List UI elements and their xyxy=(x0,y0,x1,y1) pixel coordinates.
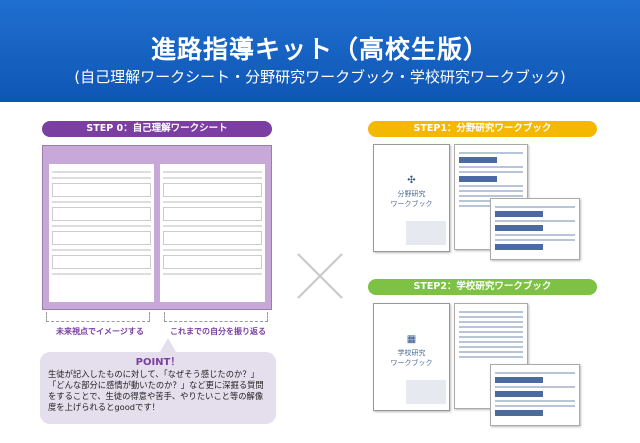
header-banner: 進路指導キット（高校生版） (自己理解ワークシート・分野研究ワークブック・学校研… xyxy=(0,0,640,102)
school-building-icon: ▦ xyxy=(406,334,417,345)
page-title: 進路指導キット（高校生版） xyxy=(150,35,489,64)
self-understanding-worksheet xyxy=(42,145,272,310)
right-bracket xyxy=(164,312,268,322)
sparkle-icon: ✣ xyxy=(407,175,416,186)
school-workbook-cover: ▦ 学校研究 ワークブック xyxy=(373,303,450,411)
field-workbook-cover: ✣ 分野研究 ワークブック xyxy=(373,144,450,252)
future-caption: 未来視点でイメージする xyxy=(56,327,144,336)
worksheet-column-a xyxy=(49,152,154,304)
page-subtitle: (自己理解ワークシート・分野研究ワークブック・学校研究ワークブック) xyxy=(74,68,566,86)
field-spread xyxy=(490,198,580,260)
point-text: 生徒が記入したものに対して、「なぜそう感じたのか？」「どんな部分に感情が動いたの… xyxy=(48,369,264,412)
cross-icon xyxy=(297,253,343,299)
step0-label: STEP 0：自己理解ワークシート xyxy=(42,121,272,137)
cover-title: 分野研究 ワークブック xyxy=(390,190,433,208)
left-bracket xyxy=(46,312,150,322)
school-spread xyxy=(490,364,580,426)
point-callout: POINT！ 生徒が記入したものに対して、「なぜそう感じたのか？」「どんな部分に… xyxy=(40,338,276,424)
point-title: POINT！ xyxy=(135,357,181,368)
step1-label: STEP1：分野研究ワークブック xyxy=(368,121,597,137)
step2-label: STEP2：学校研究ワークブック xyxy=(368,279,597,295)
cover-title: 学校研究 ワークブック xyxy=(390,349,433,367)
worksheet-column-b xyxy=(160,152,265,304)
past-caption: これまでの自分を振り返る xyxy=(170,327,266,336)
